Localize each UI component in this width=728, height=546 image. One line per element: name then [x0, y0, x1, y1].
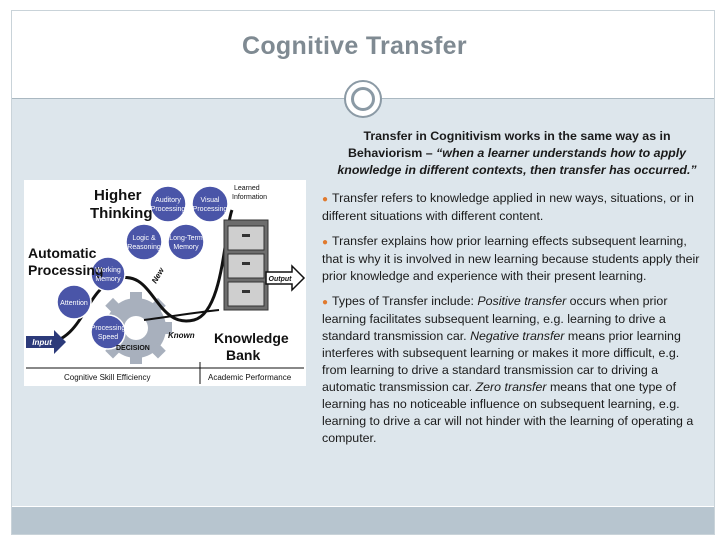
- label-known: Known: [168, 331, 195, 340]
- label-higher: Higher: [94, 187, 142, 204]
- label-learned-1: Learned: [234, 185, 260, 192]
- bullet-item: ●Transfer explains how prior learning ef…: [322, 233, 706, 285]
- zero-text: means that one type of learning has no n…: [322, 380, 694, 445]
- skill-circles: [56, 185, 229, 350]
- logic-circle-icon: [125, 223, 163, 261]
- bullet-item-types: ●Types of Transfer include: Positive tra…: [322, 293, 706, 447]
- label-auditory-1: Auditory: [155, 197, 181, 204]
- bullet-dot-icon: ●: [322, 297, 329, 308]
- transfer-diagram: Higher Thinking Automatic Processing Lea…: [24, 180, 306, 386]
- bullet-dot-icon: ●: [322, 194, 329, 205]
- bullet-dot-icon: ●: [322, 237, 329, 248]
- auditory-circle-icon: [149, 185, 187, 223]
- visual-circle-icon: [191, 185, 229, 223]
- positive-text: occurs when prior learning facilitates s…: [322, 294, 668, 343]
- attention-circle-icon: [56, 284, 92, 320]
- filing-cabinet-icon: [223, 219, 269, 311]
- label-output: Output: [269, 276, 293, 283]
- bullet-item: ●Transfer refers to knowledge applied in…: [322, 190, 706, 225]
- label-automatic: Automatic: [28, 245, 97, 261]
- label-thinking: Thinking: [90, 205, 153, 222]
- memory-circle-icon: [167, 223, 205, 261]
- negative-text: means prior learning interferes with sub…: [322, 329, 681, 394]
- bullet-text: Transfer refers to knowledge applied in …: [322, 191, 694, 223]
- intro-quote: “when a learner understands how to apply…: [337, 146, 697, 177]
- speed-circle-icon: [90, 314, 126, 350]
- label-knowledge: Knowledge: [214, 330, 289, 346]
- positive-term: Positive transfer: [477, 294, 567, 308]
- label-speed-2: Speed: [98, 334, 118, 341]
- intro-lead: Transfer in Cognitivism works in the sam…: [347, 129, 671, 160]
- label-visual-1: Visual: [201, 197, 220, 204]
- label-bank: Bank: [226, 347, 260, 363]
- label-ltm-2: Memory: [173, 244, 199, 251]
- label-new: New: [150, 266, 166, 285]
- footer-bar: [12, 507, 714, 534]
- body-text: Transfer in Cognitivism works in the sam…: [322, 128, 706, 455]
- zero-term: Zero transfer: [475, 380, 547, 394]
- working-circle-icon: [90, 256, 126, 292]
- types-lead: Types of Transfer include:: [332, 294, 478, 308]
- label-visual-2: Processing: [193, 206, 228, 213]
- label-auditory-2: Processing: [151, 206, 186, 213]
- output-arrow-icon: [265, 264, 306, 292]
- label-logic-1: Logic &: [132, 235, 156, 242]
- label-logic-2: Reasoning: [127, 244, 161, 251]
- known-arrow-icon: [143, 309, 220, 321]
- label-ltm-1: Long-Term: [169, 235, 203, 242]
- label-working-2: Memory: [95, 276, 121, 283]
- bullet-text: Transfer explains how prior learning eff…: [322, 234, 700, 283]
- label-academic: Academic Performance: [208, 373, 292, 382]
- label-decision: DECISION: [116, 345, 150, 352]
- label-cognitive-efficiency: Cognitive Skill Efficiency: [64, 373, 151, 382]
- circle-emblem-icon: [344, 80, 382, 118]
- input-arrow-icon: [26, 330, 66, 354]
- label-learned-2: Information: [232, 194, 267, 201]
- label-input: Input: [32, 338, 52, 347]
- gear-hub-icon: [124, 316, 148, 340]
- negative-term: Negative transfer: [470, 329, 565, 343]
- intro-paragraph: Transfer in Cognitivism works in the sam…: [322, 128, 706, 179]
- label-attention: Attention: [60, 300, 88, 307]
- slide-title: Cognitive Transfer: [242, 32, 467, 60]
- label-working-1: Working: [95, 267, 121, 274]
- label-processing: Processing: [28, 262, 103, 278]
- label-speed-1: Processing: [91, 325, 126, 332]
